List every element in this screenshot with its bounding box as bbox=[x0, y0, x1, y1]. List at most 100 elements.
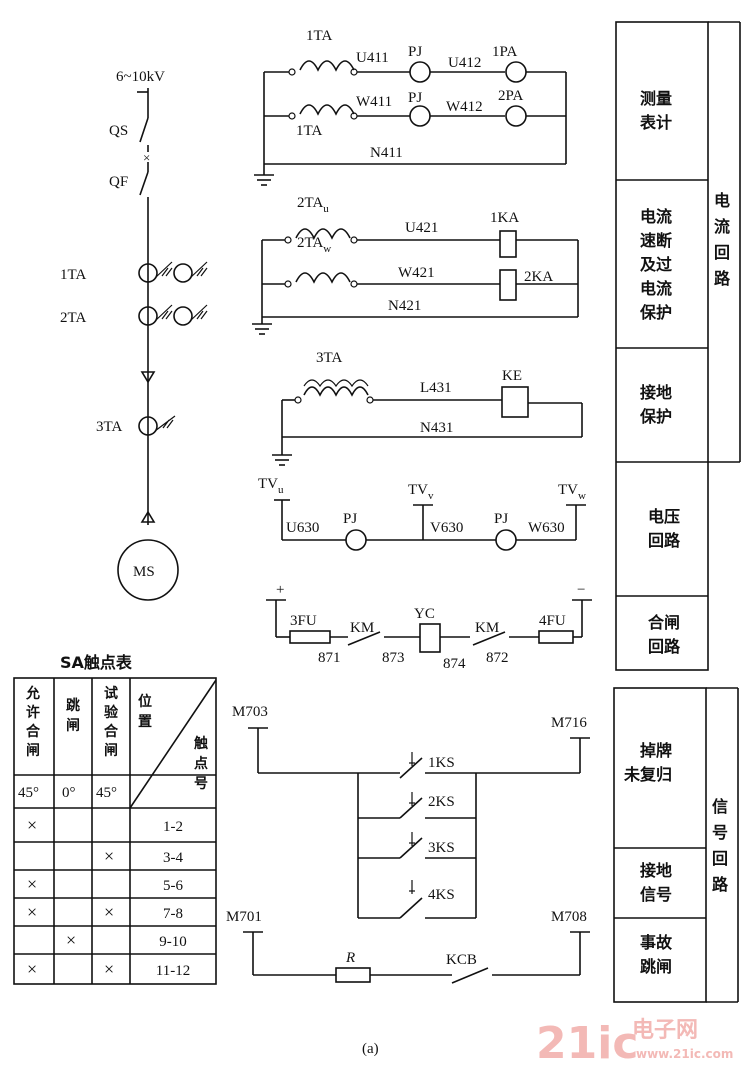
km1-contact-icon bbox=[347, 631, 381, 646]
n874-label: 874 bbox=[443, 656, 466, 672]
table-row: ×1-2 bbox=[27, 815, 183, 835]
svg-text:保护: 保护 bbox=[639, 407, 672, 426]
ct-coil-top-icon bbox=[299, 60, 355, 72]
svg-text:未复归: 未复归 bbox=[623, 765, 672, 784]
panel-current-loop: 电 流 回 路 bbox=[714, 191, 731, 288]
ct-3ta-icon bbox=[138, 416, 158, 436]
pj-v1-label: PJ bbox=[343, 511, 357, 527]
energy-meter-1-icon bbox=[409, 61, 431, 83]
svg-text:信: 信 bbox=[712, 797, 728, 816]
svg-text:回: 回 bbox=[714, 243, 730, 262]
ks4-contact-icon bbox=[399, 880, 423, 919]
svg-text:接地: 接地 bbox=[640, 861, 672, 880]
qs-label: QS bbox=[109, 123, 128, 139]
panel-measure-meter: 测量 表计 bbox=[639, 89, 672, 132]
contact-id-cell: 1-2 bbox=[163, 819, 183, 835]
signal-circuit: M703 M716 1KS 2KS 3KS bbox=[226, 704, 590, 984]
table-cell-mark: × bbox=[104, 846, 114, 866]
tvw-label: TVw bbox=[558, 482, 586, 502]
svg-text:事故: 事故 bbox=[640, 933, 673, 952]
table-cell-mark: × bbox=[104, 902, 114, 922]
svg-text:点: 点 bbox=[194, 755, 208, 772]
relay-1ka-icon bbox=[499, 230, 517, 258]
ks4-label: 4KS bbox=[428, 887, 455, 903]
svg-text:路: 路 bbox=[712, 875, 729, 894]
relay-2ka-icon bbox=[499, 269, 517, 301]
svg-text:许: 许 bbox=[26, 704, 40, 721]
svg-text:路: 路 bbox=[714, 269, 731, 288]
svg-text:21ic: 21ic bbox=[536, 1018, 638, 1068]
ground-protection-circuit: 3TA L431 KE N431 bbox=[272, 350, 583, 466]
sa-contact-table: SA触点表 允 许 合 闸 跳 闸 试 验 合 闸 位 置 bbox=[13, 653, 217, 985]
svg-text:接地: 接地 bbox=[640, 383, 672, 402]
u412-label: U412 bbox=[448, 55, 481, 71]
ta2-label: 2TA bbox=[60, 310, 86, 326]
panel-signal-loop: 信 号 回 路 bbox=[712, 797, 729, 894]
table-cell-mark: × bbox=[27, 959, 37, 979]
svg-text:置: 置 bbox=[138, 713, 152, 730]
ke-label: KE bbox=[502, 368, 522, 384]
table-cell-mark: × bbox=[27, 902, 37, 922]
contact-id-cell: 3-4 bbox=[163, 850, 183, 866]
yc-label: YC bbox=[414, 606, 435, 622]
ammeter-2-icon bbox=[505, 105, 527, 127]
tvu-label: TVu bbox=[258, 476, 284, 496]
sa-table-title: SA触点表 bbox=[60, 653, 133, 672]
svg-text:×: × bbox=[143, 150, 150, 165]
m701-label: M701 bbox=[226, 909, 262, 925]
ground-3-icon bbox=[272, 454, 292, 466]
plus-label: + bbox=[276, 582, 284, 598]
side-panel: 测量 表计 电流 速断 及过 电流 保护 接地 保护 电 流 回 路 电压 回路… bbox=[613, 21, 741, 1003]
pj1-label: PJ bbox=[408, 44, 422, 60]
svg-text:号: 号 bbox=[712, 823, 728, 842]
ks3-contact-icon bbox=[399, 832, 423, 859]
one-line-diagram: 6~10kV QS × QF 1TA 2TA 3TA MS bbox=[60, 69, 208, 601]
voltage-circuit: TVu U630 PJ TVv V630 PJ W630 TVw bbox=[258, 476, 586, 551]
ks2-contact-icon bbox=[399, 792, 423, 819]
w630-label: W630 bbox=[528, 520, 565, 536]
pj2-label: PJ bbox=[408, 90, 422, 106]
panel-ground-protect: 接地 保护 bbox=[639, 383, 672, 426]
ct-3ta-label: 3TA bbox=[316, 350, 342, 366]
panel-ground-signal: 接地 信号 bbox=[640, 861, 672, 904]
voltage-meter-2-icon bbox=[495, 529, 517, 551]
l431-label: L431 bbox=[420, 380, 452, 396]
kcb-label: KCB bbox=[446, 952, 477, 968]
table-cell-mark: × bbox=[27, 874, 37, 894]
table-row: ××7-8 bbox=[27, 902, 183, 922]
w421-label: W421 bbox=[398, 265, 435, 281]
svg-text:保护: 保护 bbox=[639, 303, 672, 322]
ct-w-label: 2TAw bbox=[297, 235, 331, 255]
contact-number-header: 触 点 号 bbox=[193, 735, 208, 792]
m716-label: M716 bbox=[551, 715, 587, 731]
svg-text:触: 触 bbox=[193, 735, 208, 752]
minus-label: − bbox=[577, 582, 585, 598]
svg-text:允: 允 bbox=[25, 685, 40, 702]
contact-id-cell: 11-12 bbox=[156, 963, 190, 979]
svg-text:电: 电 bbox=[714, 191, 730, 210]
ammeter-1-icon bbox=[505, 61, 527, 83]
tvv-label: TVv bbox=[408, 482, 434, 502]
resistor-icon bbox=[335, 967, 371, 983]
voltage-label: 6~10kV bbox=[116, 69, 165, 85]
w412-label: W412 bbox=[446, 99, 483, 115]
v630-label: V630 bbox=[430, 520, 463, 536]
m703-label: M703 bbox=[232, 704, 268, 720]
u421-label: U421 bbox=[405, 220, 438, 236]
km1-label: KM bbox=[350, 620, 374, 636]
ka2-label: 2KA bbox=[524, 269, 553, 285]
ka1-label: 1KA bbox=[490, 210, 519, 226]
closing-circuit: + 3FU 871 KM 873 YC 874 KM 872 4FU − bbox=[266, 582, 592, 672]
svg-text:电压: 电压 bbox=[648, 507, 680, 526]
ta3-label: 3TA bbox=[96, 419, 122, 435]
table-cell-mark: × bbox=[66, 930, 76, 950]
col-allow-close-header: 允 许 合 闸 bbox=[25, 685, 41, 759]
svg-text:流: 流 bbox=[714, 217, 730, 236]
fuse-3fu-icon bbox=[289, 630, 331, 644]
n431-label: N431 bbox=[420, 420, 453, 436]
ks1-contact-icon bbox=[399, 752, 423, 779]
pa1-label: 1PA bbox=[492, 44, 517, 60]
figure-caption: (a) bbox=[362, 1041, 379, 1057]
fuse-4fu-icon bbox=[538, 630, 574, 644]
kcb-contact-icon bbox=[451, 967, 489, 984]
